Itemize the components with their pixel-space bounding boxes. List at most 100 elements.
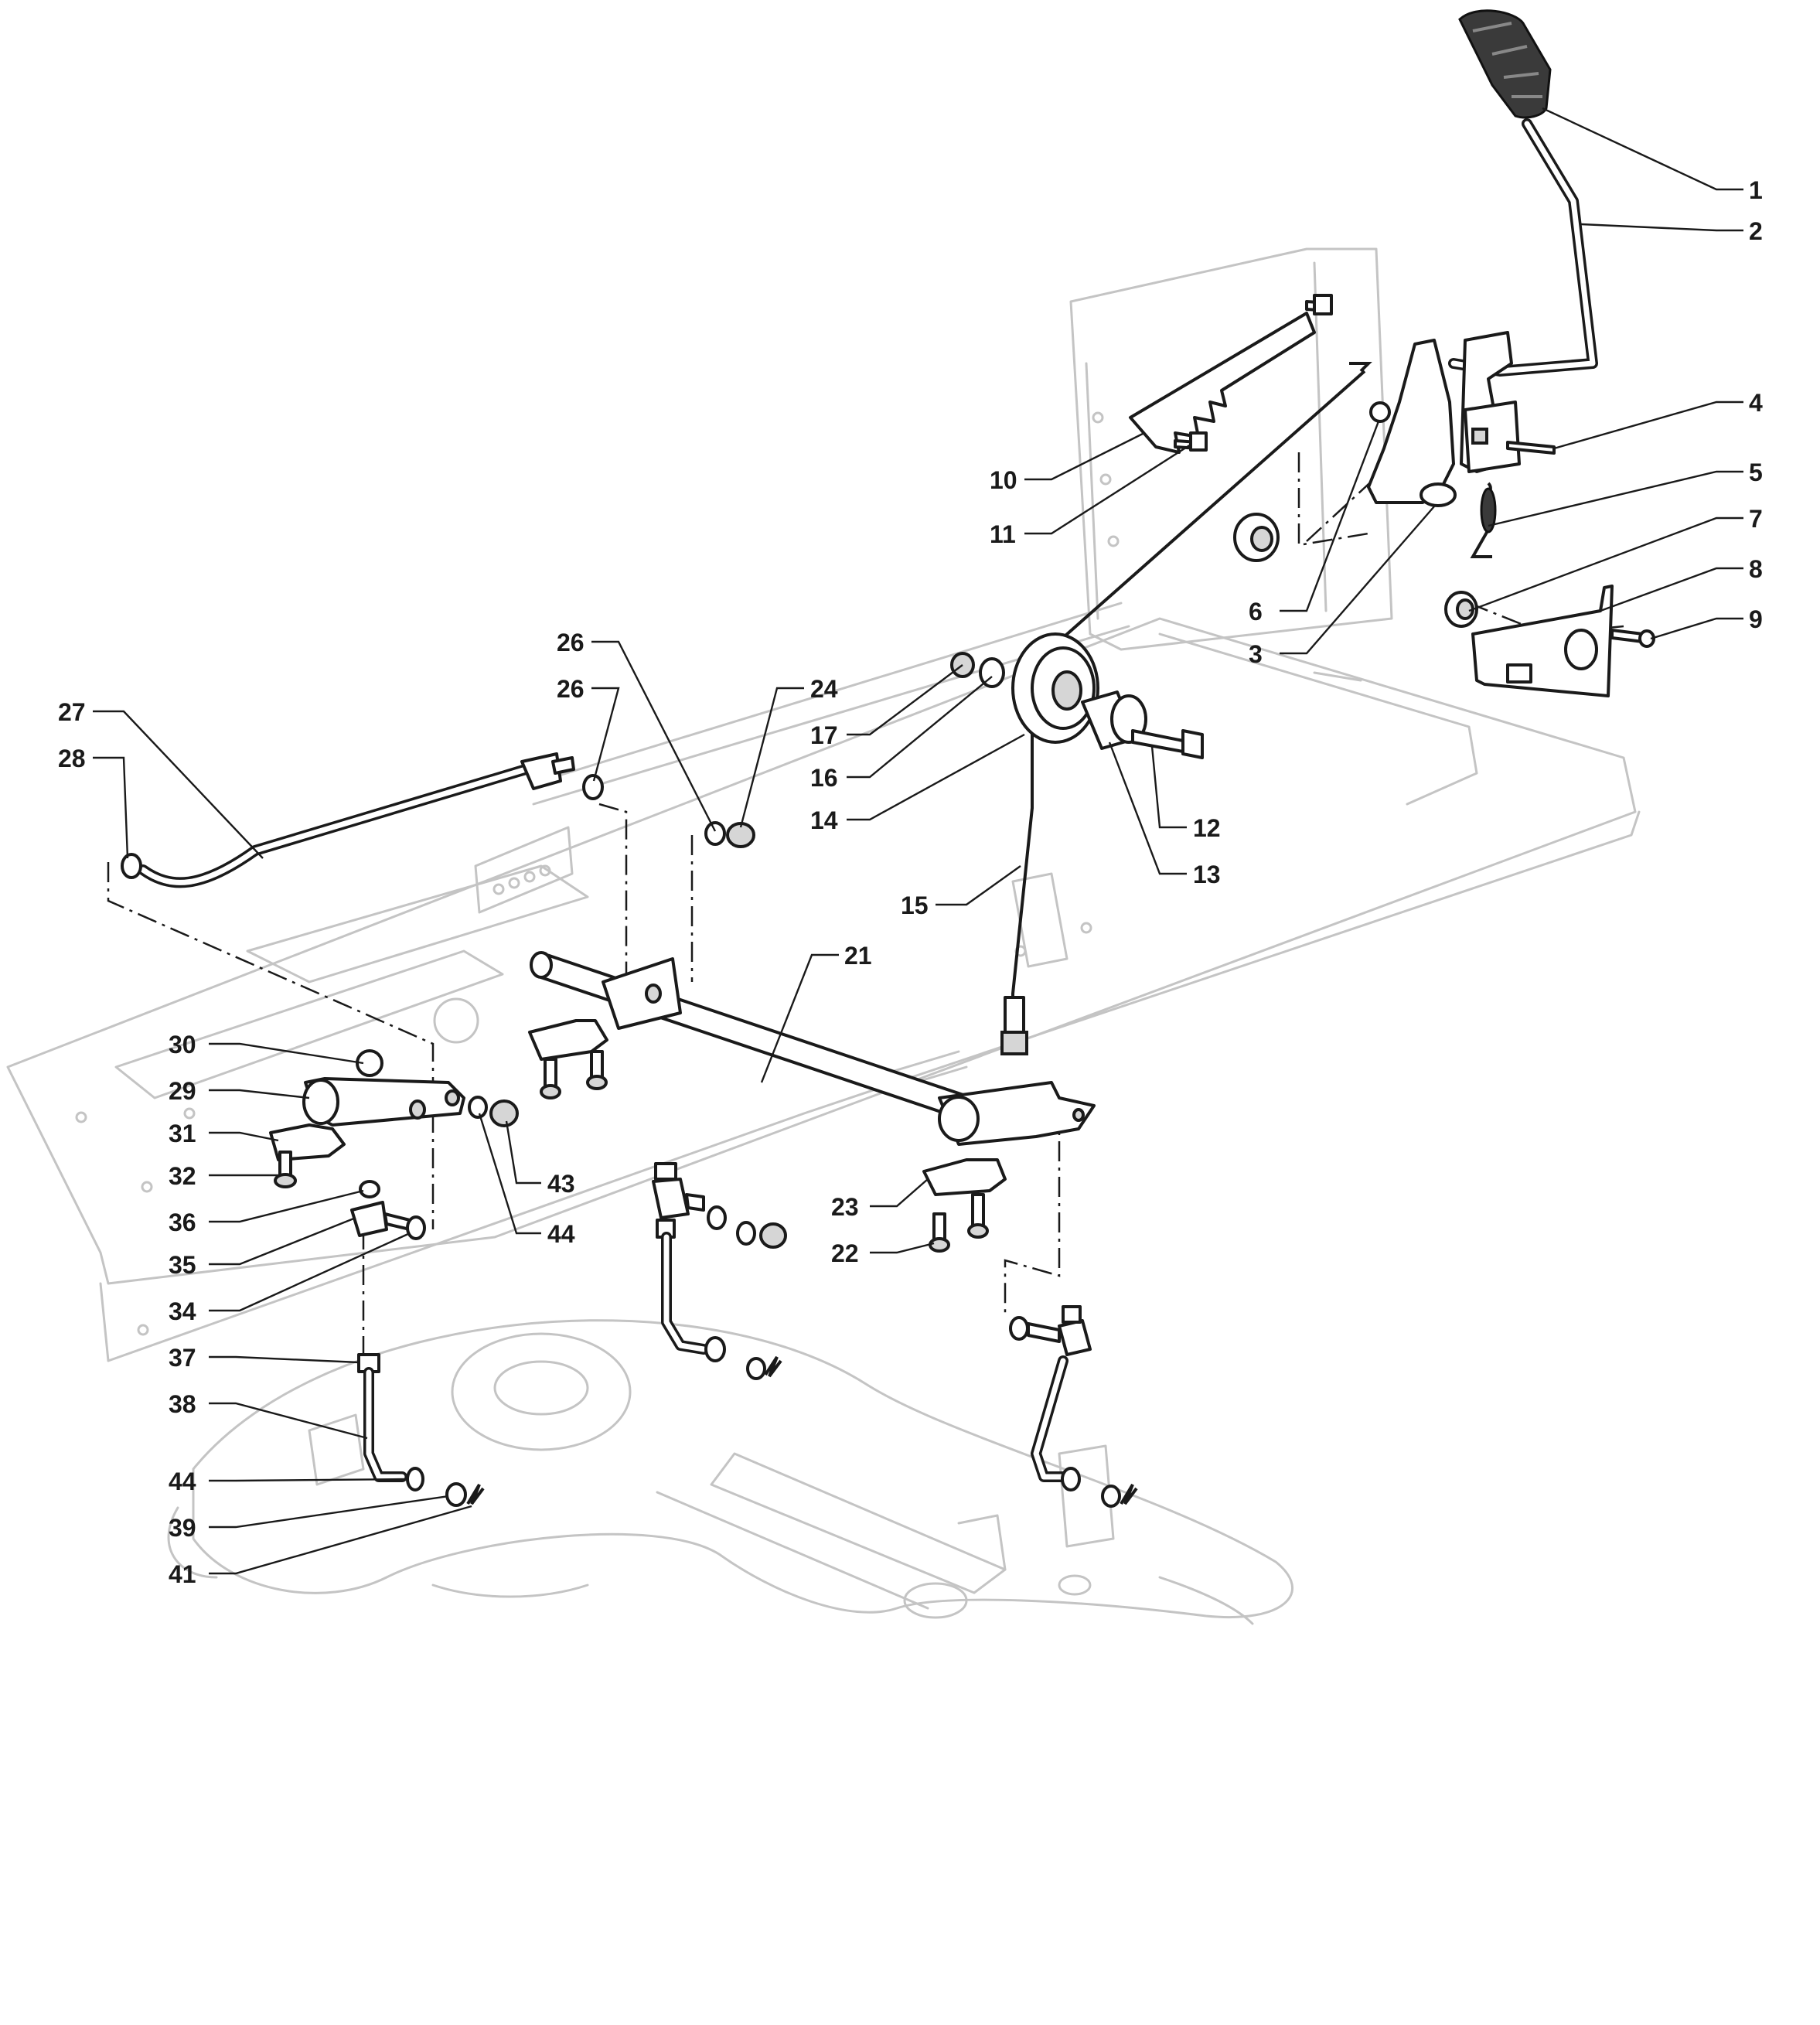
arm-hole — [1072, 1108, 1085, 1122]
part-9-screw — [1610, 629, 1644, 643]
lever-mount-plate — [1464, 401, 1521, 473]
part-43-nut — [489, 1099, 519, 1127]
leader-10 — [1024, 431, 1145, 481]
center-hanger — [652, 1162, 787, 1380]
callout-44a: 44 — [547, 1220, 575, 1248]
leader-2 — [1580, 223, 1743, 232]
callout-37: 37 — [169, 1344, 196, 1372]
callout-39: 39 — [169, 1514, 196, 1542]
link-rod-27 — [121, 752, 604, 888]
rack-bolt-head — [1313, 294, 1333, 315]
leader-23 — [870, 1178, 929, 1208]
callout-9: 9 — [1749, 605, 1763, 633]
leader-9 — [1650, 617, 1743, 640]
leader-3 — [1280, 506, 1435, 655]
callout-labels: 1 2 4 5 7 8 9 10 11 6 3 26 26 24 17 16 1… — [58, 176, 1763, 1588]
callout-6: 6 — [1249, 598, 1263, 626]
ghost-chassis-crossbar — [1158, 632, 1478, 806]
callout-31: 31 — [169, 1120, 196, 1147]
part-6-nut — [1369, 401, 1391, 423]
right-swivel — [1058, 1319, 1092, 1356]
callout-17: 17 — [810, 721, 838, 749]
pivot-tube — [1420, 482, 1457, 507]
callout-28: 28 — [58, 745, 86, 772]
part-23-clamp — [922, 1158, 1007, 1196]
ghost-hole — [1092, 411, 1104, 424]
part-11-screw-head — [1189, 431, 1208, 452]
ghost-background-structure — [6, 247, 1641, 1625]
callout-21: 21 — [844, 942, 872, 970]
right-swivel-nut — [1062, 1305, 1082, 1324]
ghost-hole — [137, 1324, 149, 1336]
leader-44b — [209, 1478, 408, 1482]
part-28-washer — [121, 853, 142, 879]
leader-34 — [209, 1232, 411, 1312]
center-washer-2 — [736, 1221, 756, 1246]
callout-43: 43 — [547, 1170, 575, 1198]
callout-11: 11 — [990, 520, 1016, 548]
upper-clamp — [528, 1019, 608, 1061]
leader-15 — [936, 865, 1021, 906]
ghost-rear-panel-inner — [1085, 261, 1328, 620]
ghost-deck-spindle — [451, 1332, 632, 1451]
callout-44b: 44 — [169, 1468, 196, 1495]
cross-shaft-21 — [528, 821, 1096, 1253]
shaft-end-left — [530, 951, 553, 979]
part-27-rod-highlight — [140, 766, 529, 885]
ghost-hole — [141, 1181, 153, 1193]
right-stud — [1027, 1322, 1061, 1343]
callout-27: 27 — [58, 698, 86, 726]
clamp-screw-head — [586, 1075, 608, 1090]
callout-16: 16 — [810, 764, 838, 792]
ghost-deck-arm — [656, 1452, 1007, 1610]
arm-29-hole — [409, 1099, 426, 1120]
assembly-line — [598, 803, 628, 974]
ghost-hole — [508, 877, 520, 889]
part-12-bolt-head — [1181, 729, 1204, 759]
ghost-rear-panel — [1069, 247, 1393, 651]
callout-13: 13 — [1193, 861, 1221, 888]
right-lower-washer-2 — [1101, 1485, 1121, 1508]
leader-43 — [505, 1120, 541, 1185]
callout-32: 32 — [169, 1162, 196, 1190]
quadrant-plate — [1367, 339, 1455, 504]
arm-hole — [645, 984, 662, 1004]
left-lift-arm — [269, 1049, 519, 1507]
callout-14: 14 — [810, 806, 838, 834]
rod-27-threaded-end — [551, 756, 575, 775]
center-swivel-stud — [685, 1193, 705, 1212]
leader-39 — [209, 1495, 449, 1529]
ghost-deck-ring — [903, 1582, 968, 1619]
part-41-r-clip — [466, 1483, 485, 1505]
clamp-screw-head — [967, 1223, 989, 1239]
callout-7: 7 — [1749, 505, 1763, 533]
center-washer — [707, 1205, 727, 1230]
part-38-hanger-highlight — [366, 1369, 405, 1480]
ghost-hole — [1099, 473, 1112, 486]
center-swivel — [652, 1178, 690, 1219]
callout-26b: 26 — [557, 675, 585, 703]
callout-8: 8 — [1749, 555, 1763, 583]
leader-8 — [1600, 567, 1743, 612]
right-r-clip — [1120, 1483, 1138, 1505]
leader-13 — [1108, 741, 1187, 875]
callout-10: 10 — [990, 466, 1017, 494]
leader-lines — [93, 107, 1743, 1575]
ghost-hole — [1080, 922, 1092, 934]
callout-15: 15 — [901, 891, 929, 919]
cable-assembly — [950, 362, 1372, 1055]
cable-end-nut — [1000, 1031, 1028, 1055]
leader-4 — [1553, 401, 1743, 450]
lever-grip — [1458, 9, 1552, 119]
bracket-hole — [1564, 629, 1598, 670]
part-30-circlip — [356, 1049, 383, 1077]
leader-5 — [1488, 470, 1743, 527]
callout-5: 5 — [1749, 459, 1763, 486]
leader-7 — [1468, 516, 1743, 612]
center-nut — [759, 1222, 787, 1249]
ghost-hole — [1107, 535, 1120, 547]
pulley-hub — [1051, 670, 1082, 711]
grip-ribs — [1472, 22, 1542, 98]
leader-36 — [209, 1189, 364, 1223]
part-26-washer-b — [704, 821, 726, 846]
